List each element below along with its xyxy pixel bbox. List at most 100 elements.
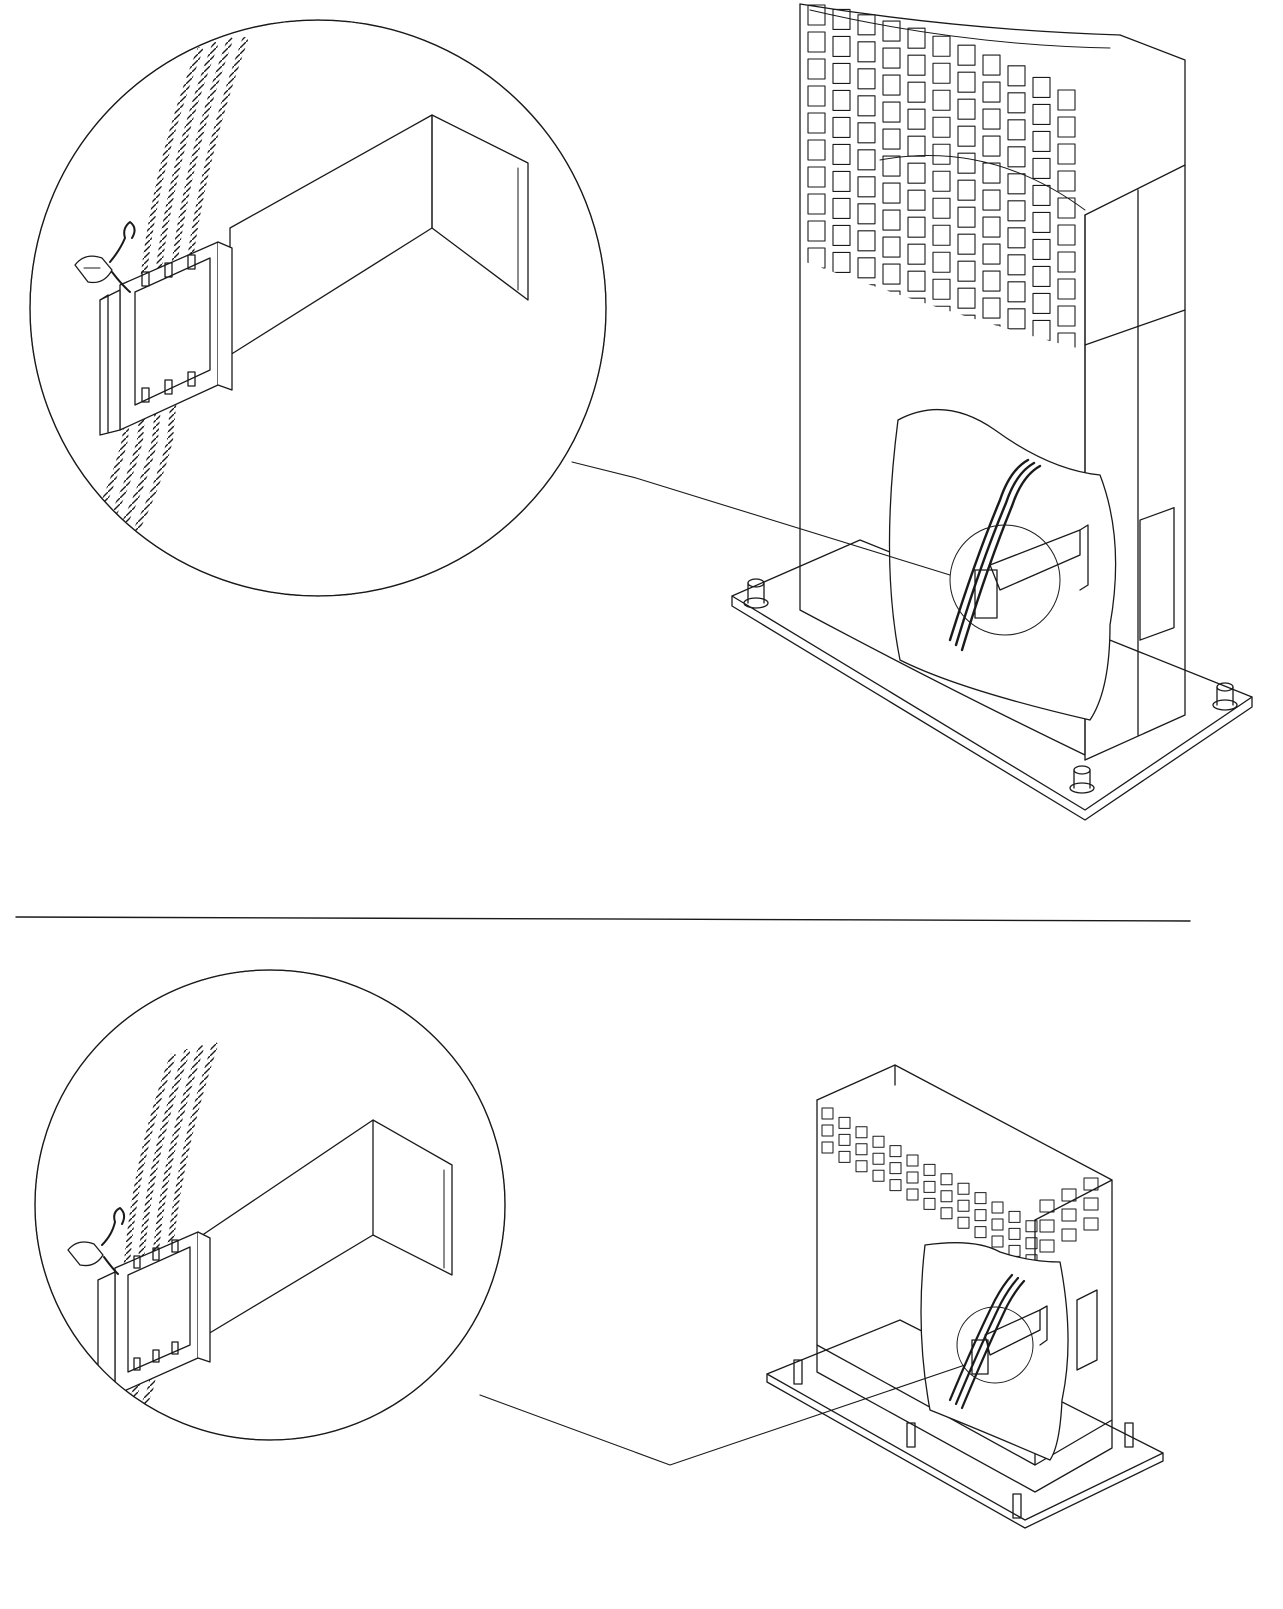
top-vent-cell: [907, 270, 926, 292]
bottom-bolt-middle: [906, 1422, 916, 1448]
top-vent-cell: [932, 89, 951, 111]
bottom-vent-cell: [1025, 1237, 1038, 1250]
bottom-vent-cell: [906, 1171, 919, 1184]
top-vent-cell: [982, 162, 1001, 184]
top-vent-cell: [1058, 360, 1075, 380]
top-leader-line: [571, 461, 951, 576]
top-vent-cell: [982, 81, 1001, 103]
top-vent-cell: [957, 233, 976, 255]
bottom-side-vent-cell: [1083, 1197, 1099, 1211]
top-vent-cell: [807, 301, 826, 323]
bottom-vent-cell: [855, 1143, 868, 1156]
top-vent-cell: [882, 74, 901, 96]
top-vent-cell: [832, 143, 851, 165]
top-vent-cell: [807, 247, 826, 269]
top-vent-cell: [807, 220, 826, 242]
bottom-vent-cell: [889, 1179, 902, 1192]
top-vent-cell: [1007, 200, 1026, 222]
top-vent-cell: [1057, 170, 1076, 192]
top-vent-cell: [882, 20, 901, 42]
bottom-vent-cell: [889, 1162, 902, 1175]
top-vent-cell: [882, 236, 901, 258]
top-vent-cell: [1032, 346, 1051, 350]
bottom-vent-cell: [940, 1173, 953, 1186]
top-vent-cell: [832, 35, 851, 58]
top-vent-cell: [1057, 305, 1076, 327]
bottom-bolt-right: [1124, 1422, 1134, 1448]
bottom-vent-cell: [872, 1152, 885, 1165]
top-cabinet-body: [799, 3, 1186, 761]
top-vent-cell: [1057, 224, 1076, 246]
bottom-vent-cell: [821, 1124, 834, 1137]
bottom-side-vent-cell: [1061, 1208, 1077, 1222]
top-vent-cell: [1007, 92, 1026, 114]
top-vent-cell: [857, 68, 876, 90]
bottom-vent-cell: [872, 1135, 885, 1148]
bottom-vent-cell: [838, 1133, 851, 1146]
top-bolt-front: [1069, 765, 1095, 794]
bottom-vent-cell: [855, 1160, 868, 1173]
top-vent-cell: [907, 54, 926, 76]
top-vent-cell: [832, 62, 851, 85]
bottom-vent-cell: [940, 1190, 953, 1203]
top-vent-cell: [907, 135, 926, 157]
top-vent-cell: [982, 243, 1001, 265]
bottom-side-vent-cell: [1039, 1219, 1055, 1233]
top-vent-cell: [882, 47, 901, 69]
top-vent-cell: [932, 251, 951, 273]
top-vent-cell: [907, 27, 926, 49]
top-vent-cell: [957, 98, 976, 120]
top-vent-cell: [957, 71, 976, 93]
top-clamp-pegs: [141, 254, 196, 403]
top-vent-cell: [1032, 76, 1051, 98]
top-vent-cell: [1007, 254, 1026, 276]
top-vent-cell: [857, 203, 876, 225]
top-vent-cell: [832, 197, 851, 219]
top-vent-cell: [1032, 292, 1051, 315]
top-vent-cell: [1032, 265, 1051, 288]
top-vent-cell: [1007, 227, 1026, 249]
top-vent-cell: [957, 206, 976, 228]
bottom-cabinet-body: [816, 1064, 1113, 1493]
top-vent-cell: [807, 274, 826, 296]
top-vent-grid: [807, 4, 1076, 380]
top-vent-cell: [832, 170, 851, 192]
top-vent-cell: [807, 31, 826, 53]
top-vent-cell: [957, 314, 976, 336]
bottom-vent-cell: [974, 1226, 987, 1239]
top-vent-cell: [807, 58, 826, 80]
top-vent-cell: [907, 162, 926, 184]
top-bolt-right: [1212, 682, 1238, 711]
figure-divider: [15, 916, 1191, 922]
top-figure: [29, 3, 1253, 821]
top-vent-cell: [957, 125, 976, 147]
top-vent-cell: [957, 44, 976, 66]
top-vent-cell: [932, 170, 951, 192]
bottom-vent-cell: [923, 1180, 936, 1193]
top-vent-cell: [857, 149, 876, 171]
top-vent-cell: [982, 54, 1001, 76]
bottom-side-vent-cell: [1083, 1217, 1099, 1231]
top-vent-cell: [1032, 157, 1051, 179]
top-vent-cell: [882, 128, 901, 150]
top-vent-cell: [907, 216, 926, 238]
top-vent-cell: [932, 35, 951, 57]
top-vent-cell: [832, 116, 851, 138]
top-vent-cell: [982, 135, 1001, 157]
top-vent-cell: [1032, 103, 1051, 125]
bottom-vent-cell: [957, 1199, 970, 1212]
top-vent-cell: [957, 260, 976, 282]
top-cutaway: [888, 409, 1117, 721]
top-vent-cell: [932, 62, 951, 84]
bottom-vent-cell: [838, 1150, 851, 1163]
top-vent-cell: [982, 270, 1001, 292]
top-vent-cell: [1007, 281, 1026, 303]
top-vent-cell: [1057, 89, 1076, 111]
bottom-bolt-left: [793, 1359, 803, 1385]
top-vent-cell: [807, 139, 826, 161]
bottom-vent-cell: [1025, 1220, 1038, 1233]
top-vent-cell: [1007, 173, 1026, 195]
top-vent-cell: [832, 89, 851, 111]
top-vent-cell: [807, 112, 826, 134]
bottom-vent-cell: [991, 1201, 1004, 1214]
